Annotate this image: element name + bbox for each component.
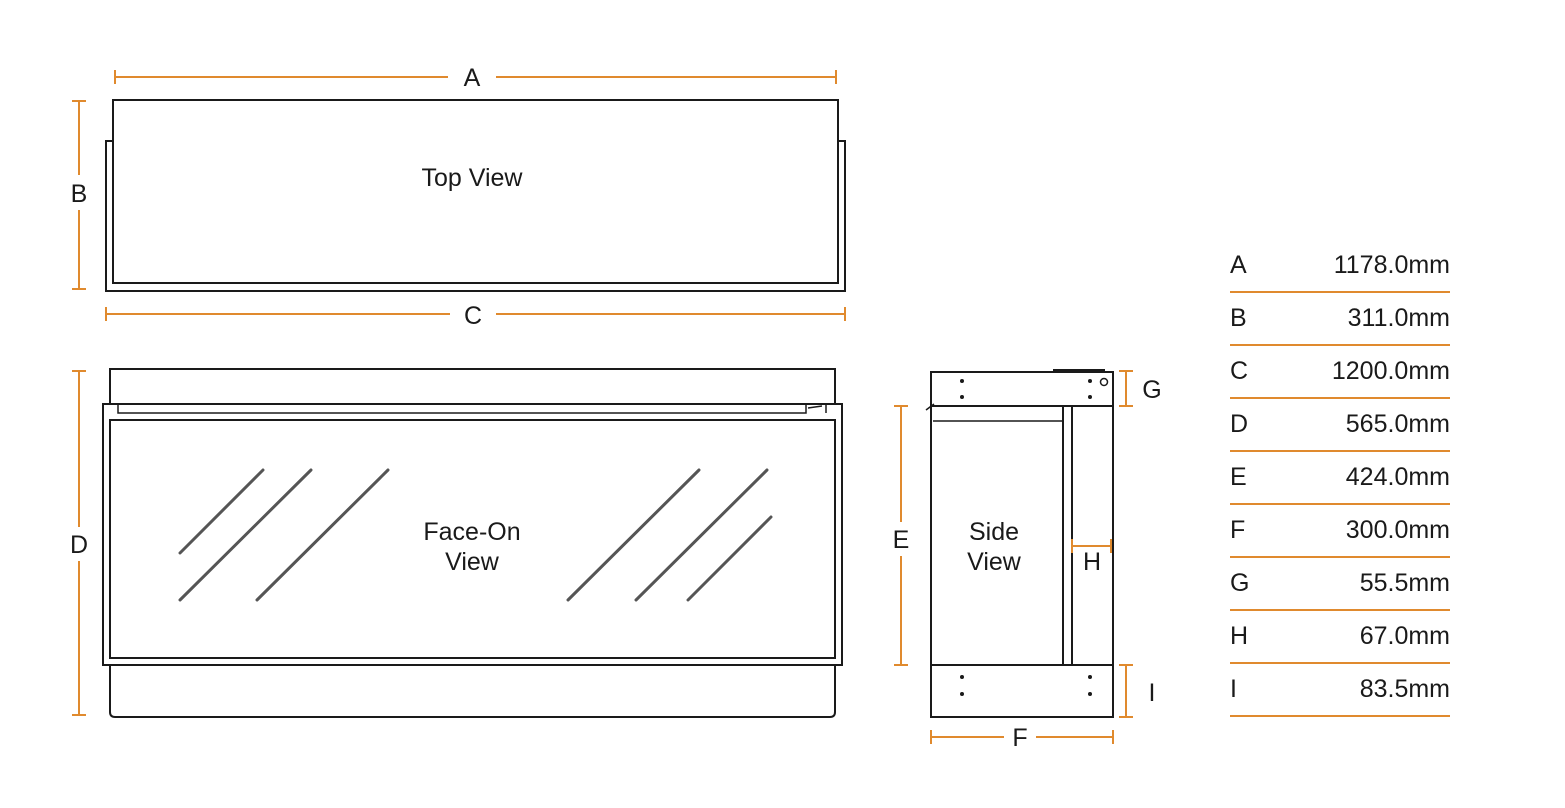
dimension-key: B — [1230, 292, 1290, 346]
dimension-value: 300.0mm — [1290, 504, 1450, 558]
glass-reflection-lines — [178, 468, 773, 602]
dimension-key: A — [1230, 240, 1290, 293]
top-view: Top View — [105, 99, 846, 292]
dimension-key: F — [1230, 504, 1290, 558]
dimension-g-label: G — [1142, 376, 1161, 404]
dimension-g: G — [1119, 370, 1162, 407]
dimension-e: E — [893, 405, 910, 666]
dimension-c-label: C — [464, 302, 482, 330]
side-view-label-line1: Side — [969, 518, 1019, 546]
dimension-value: 424.0mm — [1290, 451, 1450, 505]
dimension-key: G — [1230, 557, 1290, 611]
dimension-a: A — [114, 64, 837, 92]
face-on-view-label-line2: View — [445, 548, 500, 576]
dimension-value: 311.0mm — [1290, 292, 1450, 346]
dimension-e-label: E — [893, 526, 910, 554]
dimension-value: 1200.0mm — [1290, 345, 1450, 399]
dimension-b: B — [71, 100, 88, 290]
dimension-key: C — [1230, 345, 1290, 399]
dimension-h-label: H — [1083, 548, 1101, 576]
top-view-label: Top View — [422, 164, 524, 192]
dimension-c: C — [105, 302, 846, 330]
dimension-value: 1178.0mm — [1290, 240, 1450, 293]
dimension-d: D — [70, 370, 88, 716]
dimension-key: H — [1230, 610, 1290, 664]
dimension-value: 67.0mm — [1290, 610, 1450, 664]
dimension-key: E — [1230, 451, 1290, 505]
side-view: Side View — [925, 369, 1114, 718]
dimension-key: D — [1230, 398, 1290, 452]
dimension-f: F — [930, 724, 1114, 752]
dimension-value: 55.5mm — [1290, 557, 1450, 611]
dimension-value: 565.0mm — [1290, 398, 1450, 452]
face-on-view-label-line1: Face-On — [423, 518, 520, 546]
dimension-b-label: B — [71, 180, 88, 208]
dimension-h: H — [1071, 539, 1112, 576]
dimension-a-label: A — [464, 64, 481, 92]
side-view-label-line2: View — [967, 548, 1022, 576]
dimension-key: I — [1230, 663, 1290, 717]
dimension-f-label: F — [1012, 724, 1027, 752]
dimension-value: 83.5mm — [1290, 663, 1450, 717]
face-on-view: Face-On View — [102, 368, 843, 718]
dimension-d-label: D — [70, 531, 88, 559]
dimension-i: I — [1119, 664, 1156, 718]
dimension-i-label: I — [1149, 679, 1156, 707]
